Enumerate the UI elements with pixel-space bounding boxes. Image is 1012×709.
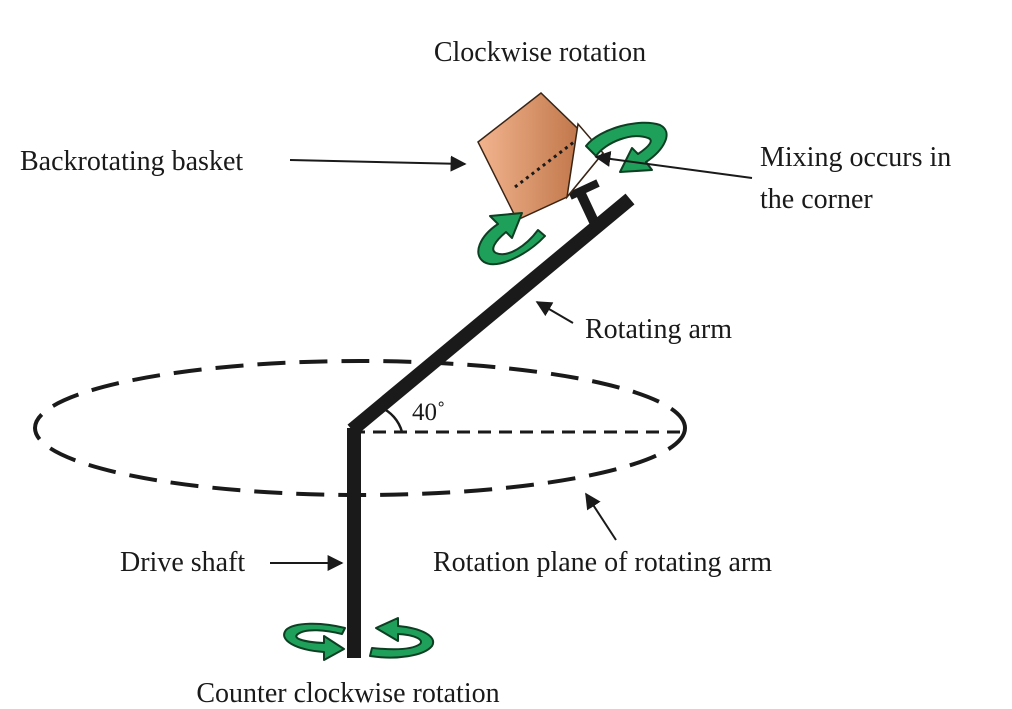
basket-mixing-dotted-line — [514, 140, 575, 189]
curved-rotation-arrow-icon — [283, 622, 346, 661]
curved-rotation-arrow-icon — [369, 617, 435, 659]
drive-shaft-label: Drive shaft — [120, 547, 245, 578]
rotating-arm-label: Rotating arm — [585, 314, 732, 345]
arm-pointer-arrow — [535, 301, 574, 324]
mixing-label-line2: the corner — [760, 184, 873, 215]
rotation-plane-label: Rotation plane of rotating arm — [433, 547, 772, 578]
basket-mount-bar — [568, 179, 600, 200]
mixing-label-line1: Mixing occurs in — [760, 142, 951, 173]
basket-corner-facet — [565, 122, 604, 200]
rotating-arm — [347, 193, 635, 436]
angle-label: 40˚ — [412, 399, 445, 426]
counter-clockwise-rotation-label: Counter clockwise rotation — [196, 678, 499, 709]
curved-rotation-arrow-icon — [585, 121, 668, 173]
plane-pointer-arrow — [585, 492, 617, 541]
backrotating-basket-label: Backrotating basket — [20, 146, 243, 177]
basket-pointer-arrow — [289, 155, 467, 172]
clockwise-rotation-label: Clockwise rotation — [434, 37, 646, 68]
basket-mount-stem — [576, 191, 601, 229]
curved-rotation-arrow-icon — [477, 212, 546, 266]
mixing-pointer-arrow — [594, 150, 753, 179]
